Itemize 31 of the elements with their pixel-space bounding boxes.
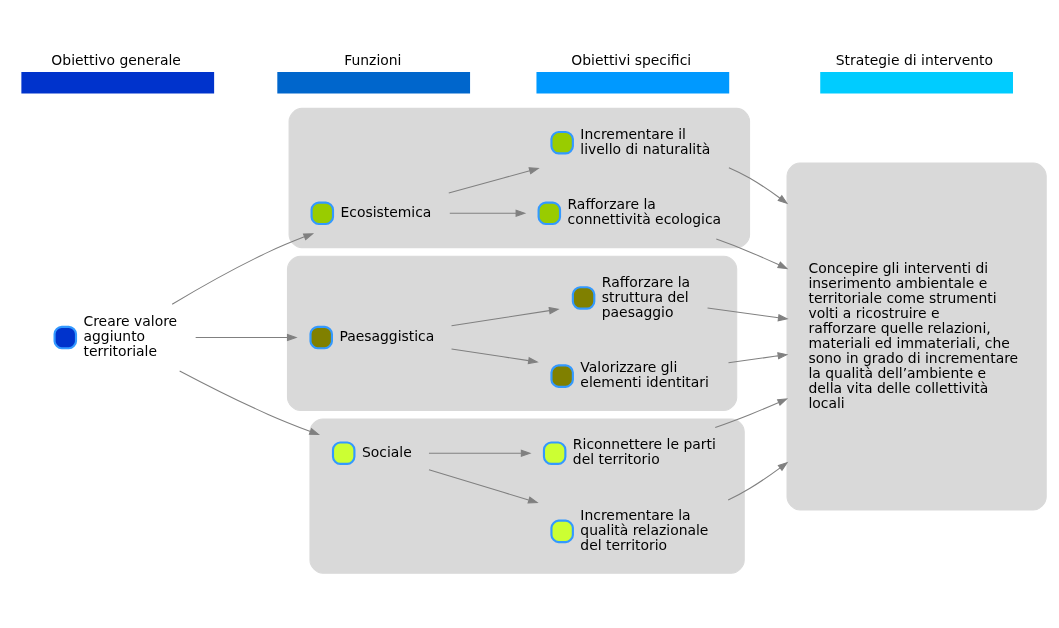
arrow [715,238,789,270]
label: Obiettivi specifici [571,51,692,68]
arrow [449,209,527,218]
arrow [195,333,298,342]
node-label: Rafforzare la connettività ecologica [567,196,722,228]
arrow [448,167,540,194]
node-label: Paesaggistica [339,328,435,345]
node-label: Incrementare la qualità relazionale del territorio [580,507,709,554]
arrow [727,461,789,501]
node-box: Concepire gli interventi di inserimento ambientale e territoriale come strumenti volti a ricostruire e rafforzare quelle relazioni, materiali ed immateriali, che sono in grado di incrementare la qualità dell’ambiente e della vita delle collettività locali [786,162,1047,511]
arrow [428,449,532,457]
node-label: Valorizzare gli elementi identitari [580,359,709,391]
arrow [171,233,315,305]
node-label: Rafforzare la struttura del paesaggio [601,273,691,320]
arrow [451,348,539,365]
arrow [727,352,789,364]
arrow [451,306,560,327]
label: Obiettivo generale [51,51,181,68]
arrow [428,469,539,504]
node-label: Ecosistemica [340,203,432,220]
node-label: Riconnettere le parti del territorio [572,436,716,468]
label: Strategie di intervento [835,51,994,68]
node-label: Incrementare il livello di naturalità [580,125,711,157]
cluster [288,107,751,249]
label: Funzioni [344,51,402,68]
arrow [728,167,789,205]
node-label: Sociale [361,443,412,460]
node-label: Creare valore aggiunto territoriale [83,313,178,360]
arrow [714,398,789,428]
arrow [179,370,320,436]
arrow [707,307,789,322]
